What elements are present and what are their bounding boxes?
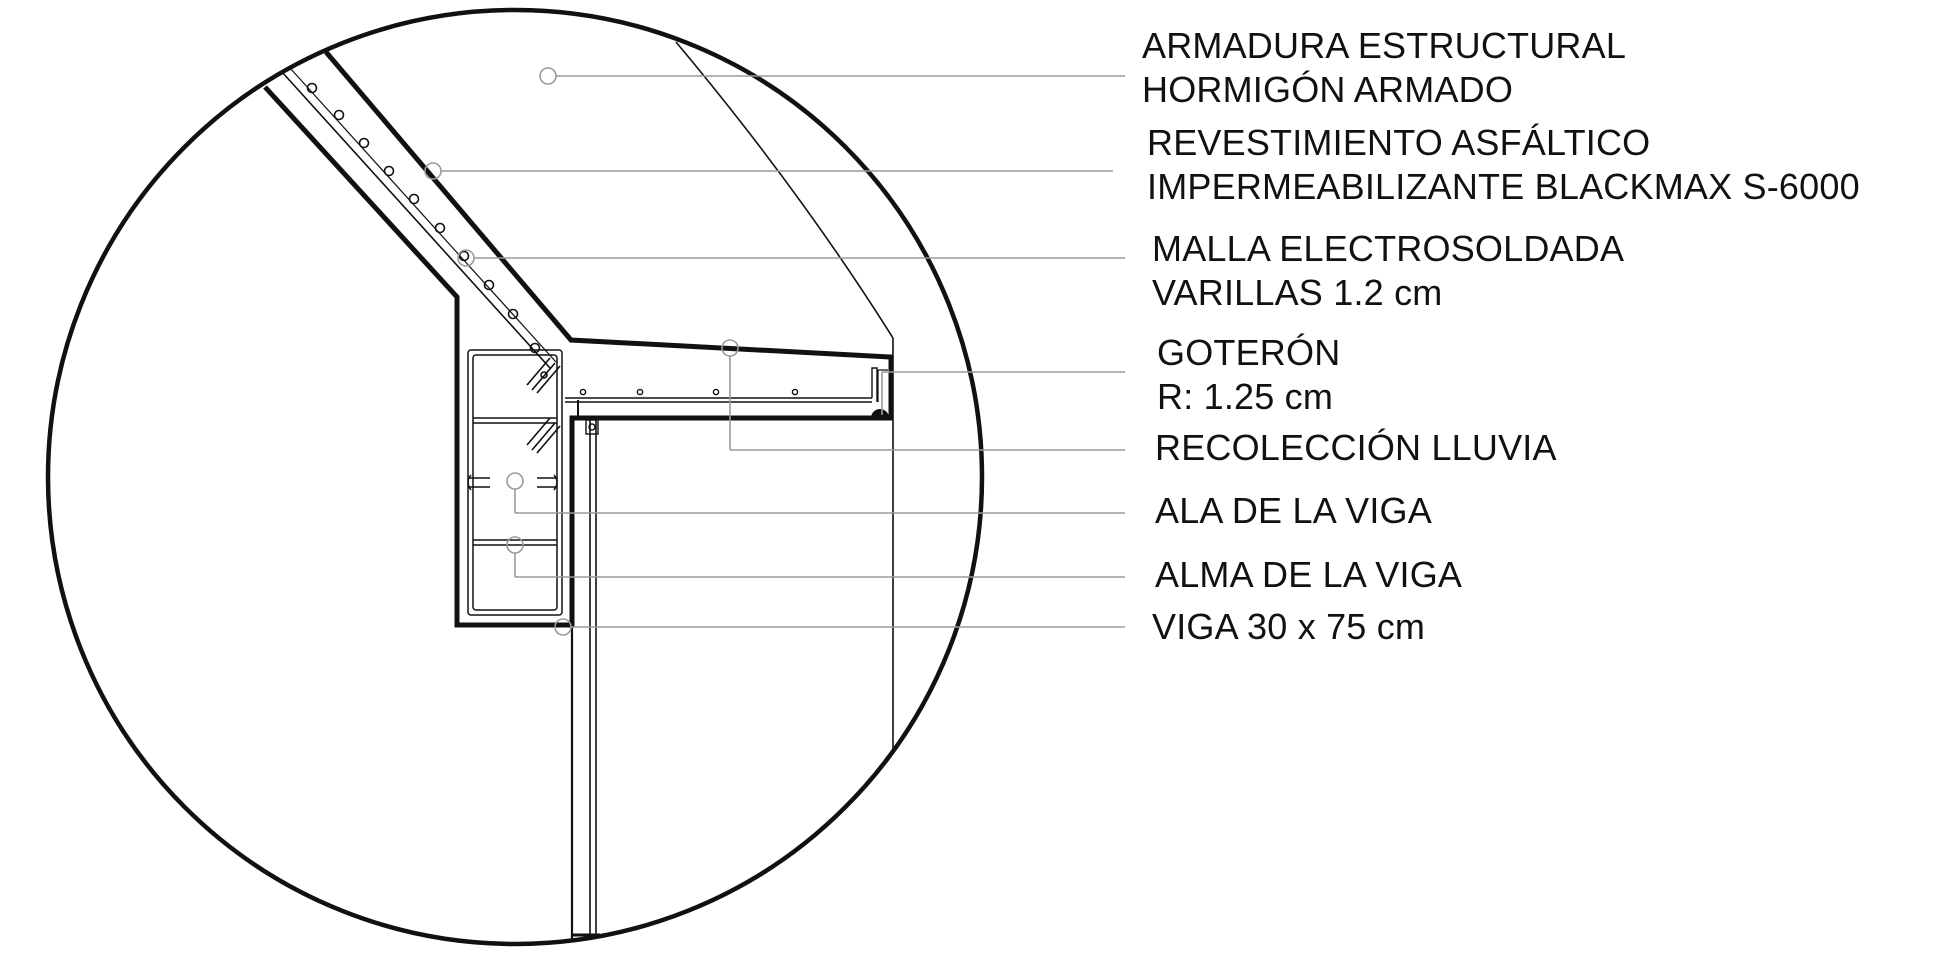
detail-circle [45, 7, 985, 947]
rebar-dots [306, 82, 541, 354]
label-viga: VIGA 30 x 75 cm [1152, 605, 1425, 649]
beam-stirrups [467, 349, 563, 616]
label-revestimiento-line2: IMPERMEABILIZANTE BLACKMAX S-6000 [1147, 166, 1860, 207]
drip-groove-detail [877, 369, 888, 402]
label-goteron-line1: GOTERÓN [1157, 332, 1341, 373]
label-malla: MALLA ELECTROSOLDADA VARILLAS 1.2 cm [1152, 227, 1624, 315]
label-alma-line1: ALMA DE LA VIGA [1155, 554, 1463, 595]
label-armadura-line1: ARMADURA ESTRUCTURAL [1142, 25, 1627, 66]
label-armadura-line2: HORMIGÓN ARMADO [1142, 69, 1514, 110]
label-alma: ALMA DE LA VIGA [1155, 553, 1462, 597]
label-viga-line1: VIGA 30 x 75 cm [1152, 606, 1426, 647]
beam-hooks [526, 357, 561, 454]
label-ala-line1: ALA DE LA VIGA [1155, 490, 1432, 531]
sloped-slab-outline [263, 50, 894, 628]
label-recoleccion: RECOLECCIÓN LLUVIA [1155, 426, 1557, 470]
label-malla-line2: VARILLAS 1.2 cm [1152, 272, 1443, 313]
label-malla-line1: MALLA ELECTROSOLDADA [1152, 228, 1625, 269]
label-revestimiento: REVESTIMIENTO ASFÁLTICO IMPERMEABILIZANT… [1147, 121, 1860, 209]
label-revestimiento-line1: REVESTIMIENTO ASFÁLTICO [1147, 122, 1651, 163]
label-recoleccion-line1: RECOLECCIÓN LLUVIA [1155, 427, 1557, 468]
label-ala: ALA DE LA VIGA [1155, 489, 1432, 533]
label-goteron: GOTERÓN R: 1.25 cm [1157, 331, 1340, 419]
slab-inner-line [281, 71, 551, 369]
adjacent-surface-line [675, 41, 894, 339]
slab-rebar [565, 367, 878, 403]
leader-lines [424, 67, 1125, 636]
label-goteron-line2: R: 1.25 cm [1157, 376, 1334, 417]
window-frame [570, 400, 600, 940]
drip-groove [871, 409, 889, 419]
label-armadura: ARMADURA ESTRUCTURAL HORMIGÓN ARMADO [1142, 24, 1626, 112]
